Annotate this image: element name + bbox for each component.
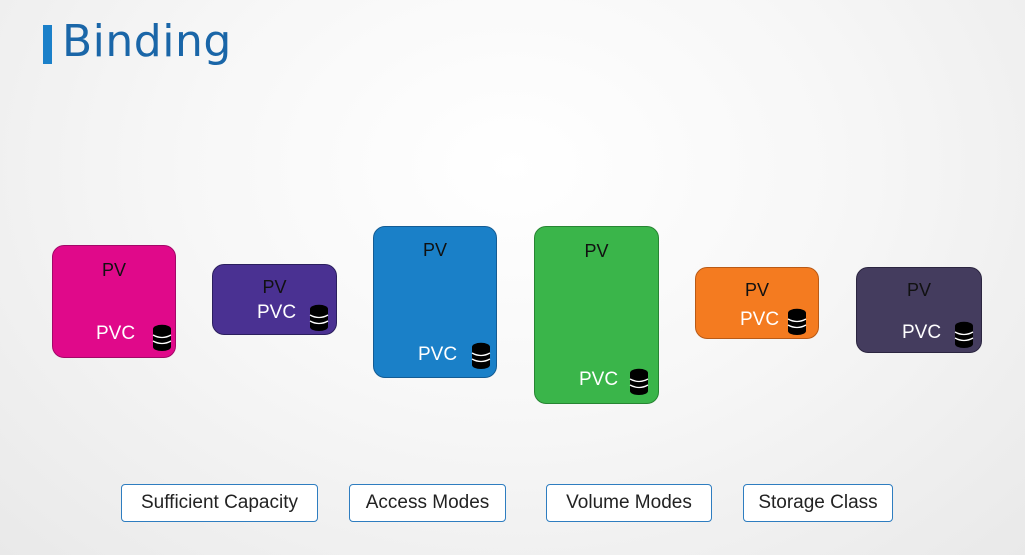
pv-box-2: PV PVC <box>212 264 337 335</box>
pv-label: PV <box>262 277 287 297</box>
pv-label: PV <box>101 260 126 280</box>
database-icon <box>152 324 172 351</box>
pv-box-3: PV PVC <box>373 226 497 378</box>
criteria-access-modes: Access Modes <box>349 484 506 522</box>
pv-box-6: PV PVC <box>856 267 982 353</box>
database-icon <box>954 321 974 348</box>
pv-box-5: PV PVC <box>695 267 819 339</box>
pvc-label: PVC <box>740 309 780 330</box>
pvc-label: PVC <box>96 323 136 344</box>
criteria-volume-modes: Volume Modes <box>546 484 712 522</box>
criteria-storage-class: Storage Class <box>743 484 893 522</box>
pvc-label: PVC <box>579 369 619 390</box>
pv-box-4: PV PVC <box>534 226 659 404</box>
criteria-sufficient-capacity: Sufficient Capacity <box>121 484 318 522</box>
pvc-label: PVC <box>902 322 942 343</box>
title-accent-bar <box>43 25 52 64</box>
pvc-label: PVC <box>257 302 297 323</box>
database-icon <box>787 308 807 335</box>
pv-label: PV <box>422 240 447 260</box>
pv-label: PV <box>744 280 769 300</box>
pvc-label: PVC <box>418 344 458 365</box>
pv-label: PV <box>906 280 931 300</box>
database-icon <box>471 342 491 369</box>
database-icon <box>629 368 649 395</box>
slide-title: Binding <box>62 16 232 67</box>
database-icon <box>309 304 329 331</box>
pv-box-1: PV PVC <box>52 245 176 358</box>
pv-label: PV <box>584 241 609 261</box>
